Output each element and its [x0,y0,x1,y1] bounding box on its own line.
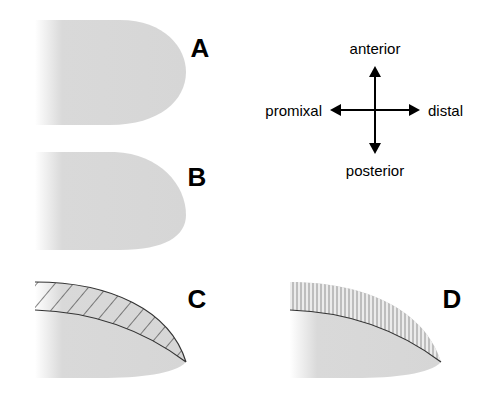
vein-line [35,197,188,198]
vein-line [35,98,188,99]
vein-line [35,39,188,40]
vein-line [35,176,188,177]
vein-line [35,180,188,181]
vein-line [35,209,188,210]
vein-line [35,205,188,206]
wing-d [290,282,441,378]
vein-line [35,90,188,91]
wing-c [35,282,186,378]
vein-line [35,201,188,202]
vein-lines [35,155,188,210]
vein-line [35,31,188,32]
vein-line [35,171,188,172]
vein-line [35,23,188,24]
vein-lines [35,23,188,120]
direction-label: promixal [265,103,322,118]
vein-line [35,111,188,112]
vein-line [35,155,188,156]
panel-letter: D [443,286,462,312]
vein-line [35,27,188,28]
vein-line [35,60,188,61]
vein-line [35,188,188,189]
direction-compass [330,66,420,154]
vein-line [35,94,188,95]
vein-line [35,69,188,70]
vein-line [35,81,188,82]
vein-line [35,52,188,53]
direction-label: anterior [350,41,401,56]
vein-line [35,86,188,87]
panel-letter: B [188,164,207,190]
vein-line [35,73,188,74]
direction-label: posterior [346,163,404,178]
vein-line [35,65,188,66]
direction-label: distal [428,103,463,118]
band-outline [35,282,186,362]
band-outline [290,310,441,362]
panel-letter: C [188,286,207,312]
vein-line [35,77,188,78]
panel-letter: A [191,35,210,61]
vein-line [35,107,188,108]
vein-line [35,44,188,45]
vein-line [35,115,188,116]
vein-line [35,184,188,185]
vein-line [35,35,188,36]
vein-line [35,167,188,168]
vein-line [35,56,188,57]
striations [290,282,441,362]
vein-line [35,119,188,120]
hatched-band [35,282,186,362]
vein-line [35,192,188,193]
vein-line [35,102,188,103]
vein-line [35,48,188,49]
vein-line [35,163,188,164]
vein-line [35,159,188,160]
striated-band [290,282,441,362]
